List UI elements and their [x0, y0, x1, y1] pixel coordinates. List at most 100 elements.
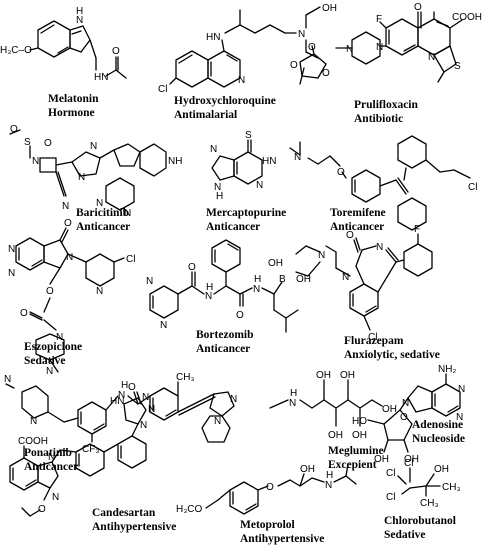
atom-label: OH [382, 404, 397, 415]
atom-label: OH [404, 454, 419, 465]
atom-label: OH [296, 274, 311, 285]
caption-prulifloxacin: Prulifloxacin Antibiotic [354, 98, 418, 126]
atom-label: O [44, 138, 52, 149]
atom-label: H [326, 470, 333, 481]
drug-category: Anticancer [24, 461, 79, 473]
caption-melatonin: Melatonin Hormone [48, 92, 98, 120]
atom-label: N [205, 291, 212, 302]
drug-name: Flurazepam [344, 335, 404, 347]
prulifloxacin-structure: F O COOH N S N N O O O [290, 2, 482, 85]
atom-label: N [62, 201, 69, 212]
atom-label: N [256, 180, 263, 191]
atom-label: O [112, 46, 120, 57]
atom-label: N [428, 52, 435, 63]
drug-name: Candesartan [92, 507, 156, 519]
atom-label: O [10, 124, 18, 135]
atom-label: N [402, 398, 409, 409]
caption-hydroxychloroquine: Hydroxychloroquine Antimalarial [174, 94, 276, 122]
caption-meglumine: Meglumine Excepient [328, 444, 384, 472]
atom-label: Cl [158, 84, 167, 95]
atom-label: O [400, 412, 408, 423]
atom-label: O [188, 262, 196, 273]
atom-label: NH₂ [438, 364, 456, 375]
atom-label: HN [206, 32, 220, 43]
atom-label: N [124, 208, 131, 219]
atom-label: HN [262, 156, 276, 167]
atom-label: NH [168, 156, 182, 167]
atom-label: N [140, 420, 147, 431]
atom-label: OH [328, 430, 343, 441]
atom-label: OH [316, 370, 331, 381]
atom-label: F [414, 224, 420, 235]
drug-category: Antihypertensive [240, 533, 325, 545]
atom-label: N [90, 141, 97, 152]
atom-label: N [214, 416, 221, 427]
atom-label: CH₃ [176, 372, 195, 383]
adenosine-structure: NH₂ N N N HO O OH OH [352, 364, 465, 465]
caption-candesartan: Candesartan Antihypertensive [92, 506, 176, 534]
melatonin-structure: H N H₃C–O HN O [0, 6, 127, 83]
metoprolol-structure: OH H N H₃CO O [176, 463, 357, 515]
bortezomib-structure: N N O H N O H N B OH OH [146, 239, 311, 333]
atom-label: OH [268, 258, 283, 269]
atom-label: N [160, 320, 167, 331]
atom-label: OH [322, 3, 337, 14]
atom-label: N [148, 404, 155, 415]
atom-label: Cl [386, 468, 395, 479]
drug-name: Ponatinib [24, 447, 72, 459]
caption-ponatinib: Ponatinib Anticancer [24, 446, 78, 474]
atom-label: F [376, 14, 382, 25]
atom-label: N [30, 416, 37, 427]
atom-label: N [118, 390, 125, 401]
atom-label: O [236, 310, 244, 321]
atom-label: H [254, 274, 261, 285]
atom-label: H [76, 6, 83, 17]
atom-label: O [64, 218, 72, 229]
drug-name: Melatonin [48, 93, 99, 105]
atom-label: Cl [126, 254, 135, 265]
atom-label: S [245, 130, 252, 141]
hydroxychloroquine-structure: HN N OH Cl N [158, 3, 337, 95]
atom-label: N [346, 44, 353, 55]
atom-label: COOH [18, 436, 48, 447]
atom-label: H₃CO [176, 504, 203, 515]
atom-label: N [66, 252, 73, 263]
atom-label: N [376, 242, 383, 253]
atom-label: CH₃ [442, 482, 461, 493]
mercaptopurine-structure: S HN N N N H [210, 130, 276, 202]
atom-label: N [142, 392, 149, 403]
atom-label: CH₃ [420, 498, 439, 509]
caption-adenosine: Adenosine Nucleoside [412, 418, 465, 446]
atom-label: Cl [404, 458, 413, 469]
atom-label: N [76, 15, 83, 26]
drug-name: Mercaptopurine [206, 207, 287, 219]
atom-label: N [294, 152, 301, 163]
atom-label: O [128, 382, 136, 393]
caption-chlorobutanol: Chlorobutanol Sedative [384, 514, 456, 542]
chlorobutanol-structure: Cl Cl Cl OH CH₃ CH₃ [386, 458, 461, 509]
atom-label: H₃C–O [0, 45, 32, 56]
atom-label: COOH [452, 12, 482, 23]
caption-bortezomib: Bortezomib Anticancer [196, 328, 253, 356]
caption-eszopiclone: Eszopiclone Sedative [24, 340, 82, 368]
eszopiclone-structure: N N N O N Cl O O N N [8, 218, 135, 377]
flurazepam-structure: F O N N N Cl [295, 224, 433, 343]
drug-name: Meglumine [328, 445, 384, 457]
drug-category: Antihypertensive [92, 521, 177, 533]
drug-name: Chlorobutanol [384, 515, 457, 527]
atom-label: N [289, 398, 296, 409]
atom-label: N [230, 394, 237, 405]
atom-label: S [24, 137, 31, 148]
atom-label: N [146, 276, 153, 287]
atom-label: N [78, 172, 85, 183]
atom-label: Cl [386, 492, 395, 503]
atom-label: N [325, 480, 332, 491]
atom-label: N [96, 286, 103, 297]
caption-metoprolol: Metoprolol Antihypertensive [240, 518, 324, 546]
drug-category: Excepient [328, 459, 377, 471]
atom-label: N [318, 250, 325, 261]
atom-label: CF₃ [82, 444, 99, 455]
atom-label: N [458, 384, 465, 395]
drug-name: Toremifene [330, 207, 386, 219]
